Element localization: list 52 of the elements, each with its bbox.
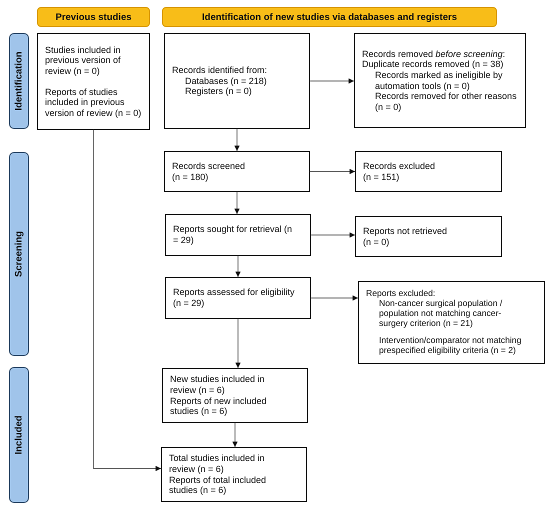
box-text: Records marked as ineligible by automation tools (n = 0) xyxy=(375,70,504,92)
arrow xyxy=(232,422,238,448)
arrow xyxy=(235,318,241,368)
box-text: Reports of total included studies (n = 6) xyxy=(169,474,268,496)
box-text: Reports assessed for eligibility (n = 29) xyxy=(173,287,296,309)
phase-label: Included xyxy=(14,415,24,455)
box-text: Studies included in previous version of review (n = 0) xyxy=(45,44,122,76)
section-header xyxy=(37,7,150,27)
box-text: New studies included in review (n = 6) xyxy=(170,374,266,396)
box-text: Records identified from: xyxy=(172,65,268,76)
box-text: Records screened (n = 180) xyxy=(172,160,246,182)
header-text: Previous studies xyxy=(55,12,132,22)
arrow xyxy=(235,256,241,278)
phase-band xyxy=(9,152,29,356)
process-box xyxy=(165,277,311,319)
box-text: Records removed before screening: xyxy=(362,48,506,60)
arrow xyxy=(310,232,356,238)
arrow xyxy=(310,78,354,84)
box-text: Records excluded (n = 151) xyxy=(363,160,436,182)
process-box xyxy=(162,368,308,423)
phase-band xyxy=(9,367,29,503)
process-box xyxy=(354,33,526,128)
box-text: Records removed for other reasons (n = 0) xyxy=(375,91,518,112)
box-text: Registers (n = 0) xyxy=(185,86,253,97)
phase-label: Screening xyxy=(14,231,24,277)
box-text: Reports not retrieved (n = 0) xyxy=(363,226,448,248)
header-text: Identification of new studies via databases and registers xyxy=(202,12,457,22)
arrow xyxy=(234,128,240,152)
box-text: Duplicate records removed (n = 38) xyxy=(362,59,504,70)
arrow xyxy=(93,130,162,472)
process-box xyxy=(37,33,150,130)
box-text: Databases (n = 218) xyxy=(185,76,268,86)
arrow xyxy=(310,295,358,301)
box-text: Total studies included in review (n = 6) xyxy=(169,453,266,474)
process-box xyxy=(161,447,307,502)
box-text: Intervention/comparator not matching prespecified eligibility criteria (n = 2) xyxy=(379,336,522,356)
process-box xyxy=(355,151,502,192)
phase-label: Identification xyxy=(14,51,24,111)
box-text: Reports sought for retrieval (n = 29) xyxy=(173,224,293,246)
arrow xyxy=(234,192,240,214)
box-text: Reports excluded: xyxy=(366,288,436,299)
arrow xyxy=(310,168,356,174)
phase-band xyxy=(9,33,29,129)
box-text: Reports of new included studies (n = 6) xyxy=(170,396,268,417)
box-text: Non-cancer surgical population / population not matching cancer-surgery criterion (n = 21) xyxy=(379,298,504,328)
process-box xyxy=(165,214,311,256)
process-box xyxy=(164,33,310,129)
process-box xyxy=(355,216,502,257)
process-box xyxy=(164,151,310,192)
process-box xyxy=(358,281,545,364)
section-header xyxy=(162,7,497,27)
box-text: Reports of studies included in previous version of review (n = 0) xyxy=(45,86,142,118)
